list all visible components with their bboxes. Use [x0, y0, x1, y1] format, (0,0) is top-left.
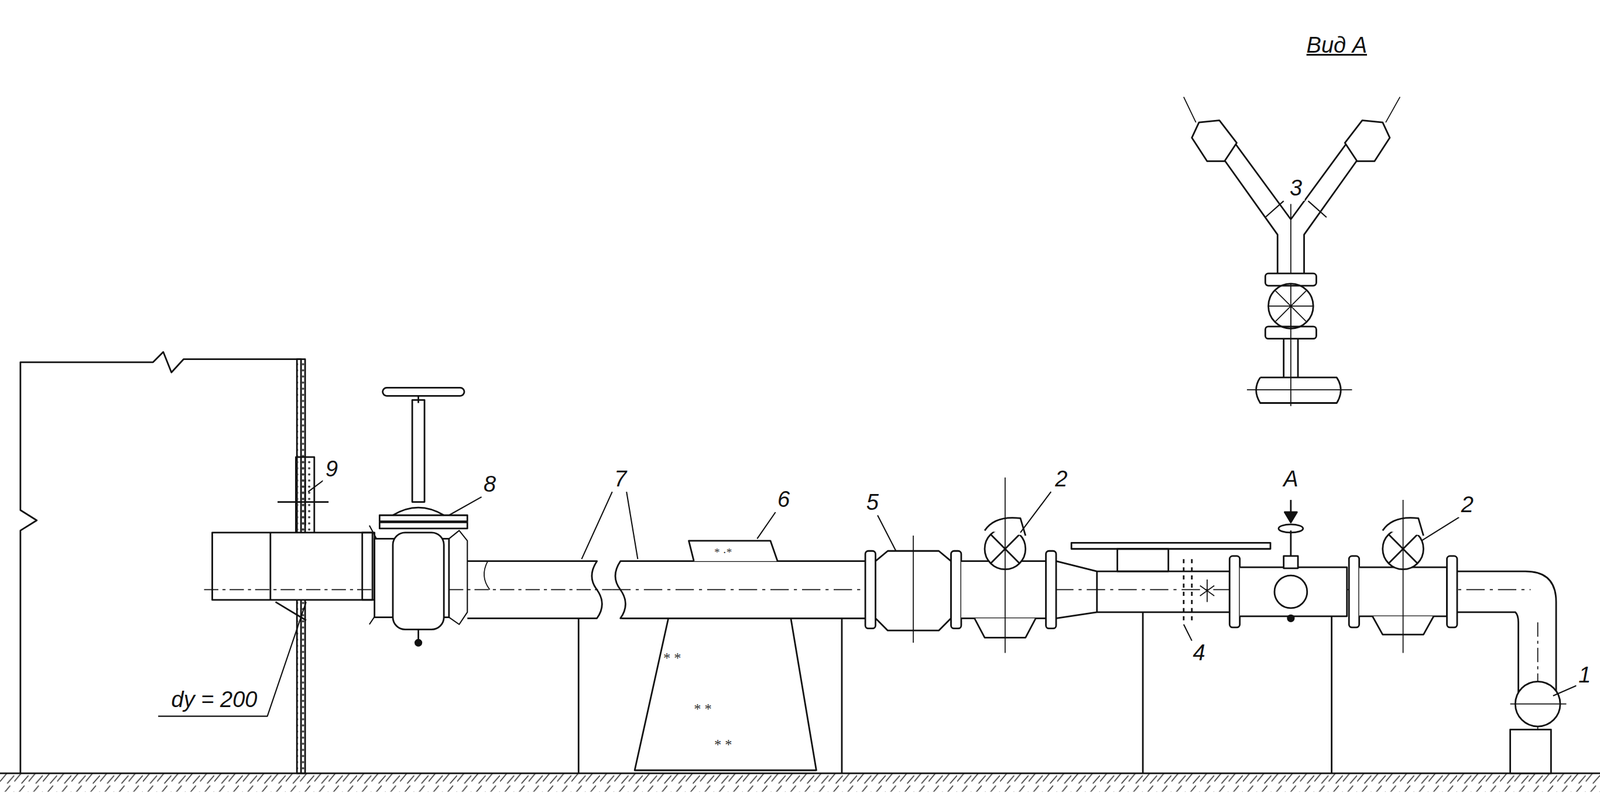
svg-text:* *: * * [663, 650, 681, 667]
callout-number: 2 [1458, 492, 1476, 518]
svg-text:* *: * * [714, 737, 732, 753]
view-title: Вид А [1304, 33, 1370, 59]
callout-number: 4 [1190, 641, 1208, 666]
svg-text:* ·*: * ·* [714, 546, 732, 559]
callout-number: 5 [864, 490, 882, 516]
view-marker: A [1280, 467, 1301, 492]
svg-text:* *: * * [693, 701, 712, 718]
callout-number: 6 [775, 487, 793, 513]
dimension-label: dу = 200 [169, 687, 260, 713]
callout-number: 3 [1287, 176, 1305, 202]
callout-number: 7 [611, 467, 629, 492]
callout-number: 1 [1575, 663, 1593, 688]
callout-number: 8 [481, 472, 499, 498]
callout-number: 9 [323, 457, 341, 482]
callout-number: 2 [1052, 467, 1070, 492]
